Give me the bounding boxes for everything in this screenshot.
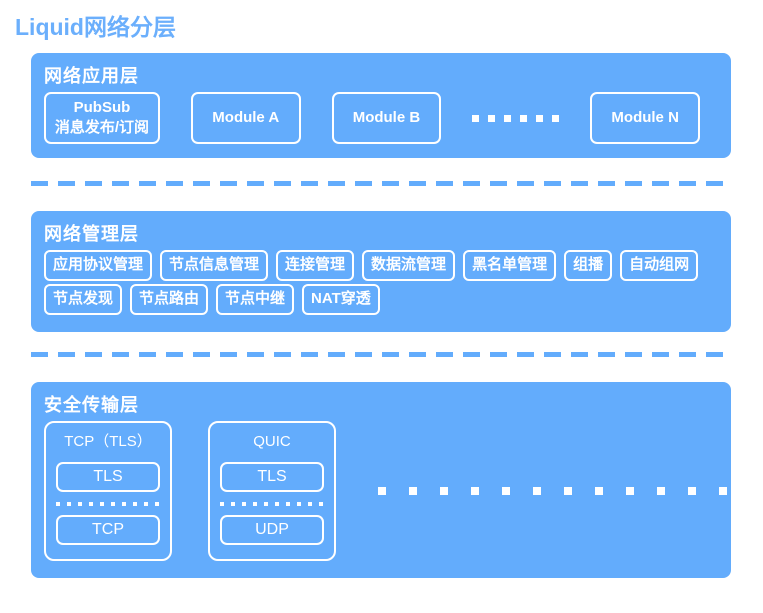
- ellipsis-dot: [409, 487, 417, 495]
- tag-multicast[interactable]: 组播: [564, 250, 613, 281]
- ellipsis-dot: [536, 114, 544, 122]
- proto-box-tls-over-tcp[interactable]: TLS: [56, 462, 160, 492]
- ellipsis-dot: [595, 487, 603, 495]
- management-tag-row-1: 应用协议管理 节点信息管理 连接管理 数据流管理 黑名单管理 组播 自动组网: [31, 250, 731, 281]
- transport-ellipsis-dots: [378, 487, 727, 495]
- proto-box-tcp[interactable]: TCP: [56, 515, 160, 545]
- application-module-row: PubSub 消息发布/订阅 Module A Module B Module …: [31, 89, 731, 144]
- tag-auto-networking[interactable]: 自动组网: [620, 250, 699, 281]
- module-a-label: Module A: [212, 109, 280, 126]
- stack-title-quic: QUIC: [253, 433, 291, 450]
- stack-dotted-separator: [56, 502, 160, 506]
- ellipsis-dot: [502, 487, 510, 495]
- layer-title-application: 网络应用层: [44, 66, 139, 86]
- layer-divider-2: [31, 352, 733, 357]
- module-b-label: Module B: [352, 109, 421, 126]
- tag-node-routing[interactable]: 节点路由: [130, 284, 209, 315]
- module-box-module-a[interactable]: Module A: [190, 92, 301, 144]
- stack-box-quic[interactable]: QUIC TLS UDP: [208, 421, 336, 561]
- ellipsis-dot: [472, 114, 480, 122]
- ellipsis-dot: [440, 487, 448, 495]
- application-ellipsis-dots: [472, 114, 560, 122]
- ellipsis-dot: [719, 487, 727, 495]
- layer-network-application: 网络应用层 PubSub 消息发布/订阅 Module A Module B M…: [31, 53, 731, 158]
- module-pubsub-line2: 消息发布/订阅: [54, 119, 150, 136]
- proto-box-udp[interactable]: UDP: [220, 515, 324, 545]
- layer-secure-transport: 安全传输层 TCP（TLS） TLS TCP QUIC TLS UDP: [31, 382, 731, 578]
- ellipsis-dot: [657, 487, 665, 495]
- proto-label-tls: TLS: [93, 468, 123, 485]
- ellipsis-dot: [471, 487, 479, 495]
- proto-label-tls: TLS: [257, 468, 287, 485]
- module-pubsub-line1: PubSub: [73, 99, 131, 116]
- tag-nat-traversal[interactable]: NAT穿透: [302, 284, 380, 315]
- module-n-label: Module N: [611, 109, 679, 126]
- stack-box-tcp-tls[interactable]: TCP（TLS） TLS TCP: [44, 421, 172, 561]
- ellipsis-dot: [688, 487, 696, 495]
- ellipsis-dot: [504, 114, 512, 122]
- layer-network-management: 网络管理层 应用协议管理 节点信息管理 连接管理 数据流管理 黑名单管理 组播 …: [31, 211, 731, 332]
- tag-blacklist-mgmt[interactable]: 黑名单管理: [463, 250, 557, 281]
- tag-node-info-mgmt[interactable]: 节点信息管理: [160, 250, 269, 281]
- stack-dotted-separator: [220, 502, 324, 506]
- proto-label-tcp: TCP: [92, 521, 124, 538]
- proto-box-tls-over-udp[interactable]: TLS: [220, 462, 324, 492]
- page-title: Liquid网络分层: [15, 14, 176, 40]
- module-box-module-b[interactable]: Module B: [331, 92, 442, 144]
- layer-divider-1: [31, 181, 733, 186]
- ellipsis-dot: [488, 114, 496, 122]
- tag-app-protocol-mgmt[interactable]: 应用协议管理: [44, 250, 153, 281]
- ellipsis-dot: [520, 114, 528, 122]
- stack-title-tcp-tls: TCP（TLS）: [64, 433, 152, 450]
- ellipsis-dot: [564, 487, 572, 495]
- layer-title-management: 网络管理层: [44, 224, 139, 244]
- tag-node-relay[interactable]: 节点中继: [216, 284, 295, 315]
- ellipsis-dot: [626, 487, 634, 495]
- ellipsis-dot: [552, 114, 560, 122]
- ellipsis-dot: [533, 487, 541, 495]
- tag-connection-mgmt[interactable]: 连接管理: [276, 250, 355, 281]
- proto-label-udp: UDP: [255, 521, 289, 538]
- tag-node-discovery[interactable]: 节点发现: [44, 284, 123, 315]
- layer-title-transport: 安全传输层: [44, 395, 139, 415]
- module-box-pubsub[interactable]: PubSub 消息发布/订阅: [44, 92, 160, 144]
- transport-stack-row: TCP（TLS） TLS TCP QUIC TLS UDP: [31, 421, 731, 561]
- ellipsis-dot: [378, 487, 386, 495]
- tag-data-stream-mgmt[interactable]: 数据流管理: [362, 250, 456, 281]
- module-box-module-n[interactable]: Module N: [590, 92, 701, 144]
- management-tag-row-2: 节点发现 节点路由 节点中继 NAT穿透: [31, 284, 731, 315]
